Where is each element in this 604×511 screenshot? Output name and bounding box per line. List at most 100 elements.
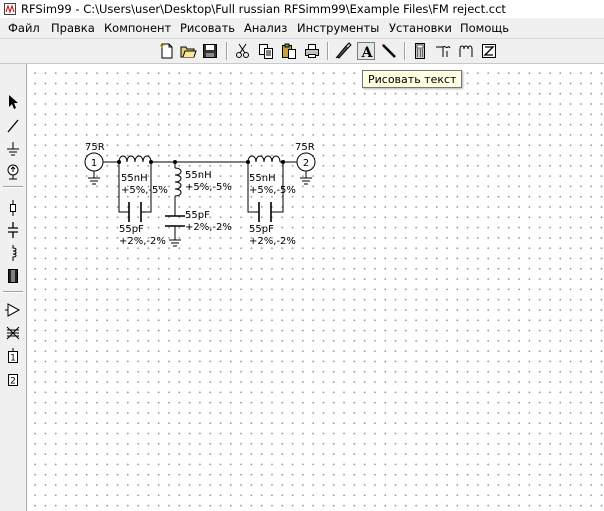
new-button[interactable] [158, 42, 176, 60]
schematic-canvas[interactable]: 1 2 75R 75R 55nH +5%,-5% 55nH +5%,-5% 55… [27, 64, 604, 511]
window-title: RFSim99 - C:\Users\user\Desktop\Full rus… [21, 2, 506, 16]
toolbar-separator [404, 42, 406, 60]
line-button[interactable] [380, 42, 398, 60]
port-1-button[interactable]: 1 [5, 348, 21, 366]
menu-draw[interactable]: Рисовать [180, 21, 236, 35]
coupler-icon [6, 326, 20, 340]
new-icon [159, 43, 173, 59]
draw-component-button[interactable] [334, 42, 352, 60]
amplifier-button[interactable] [5, 301, 21, 319]
transformer-icon [8, 269, 18, 283]
paste-button[interactable] [280, 42, 298, 60]
cut-button[interactable] [234, 42, 252, 60]
port-2-icon-label: 2 [10, 377, 16, 387]
port-2-icon: 2 [8, 374, 18, 387]
menu-file[interactable]: Файл [8, 21, 40, 35]
filter-icon [436, 45, 451, 57]
menu-edit[interactable]: Правка [51, 21, 95, 35]
print-button[interactable] [303, 42, 321, 60]
schematic: 1 2 75R 75R 55nH +5%,-5% 55nH +5%,-5% 55… [84, 142, 316, 247]
svg-text:A: A [361, 45, 374, 61]
source-icon [7, 164, 19, 180]
L2-tolerance: +5%,-5% [185, 182, 232, 193]
copy-icon [259, 44, 273, 59]
capacitor-C2 [165, 215, 185, 227]
capacitor-button[interactable] [5, 221, 21, 239]
zoom-button[interactable] [480, 42, 498, 60]
port-1-icon: 1 [8, 348, 18, 364]
pointer-icon [9, 95, 18, 109]
open-icon [180, 46, 197, 58]
save-icon [203, 44, 217, 58]
draw-component-icon [335, 42, 352, 59]
L1-value: 55nH [121, 173, 148, 184]
wire-icon [7, 119, 19, 133]
wire [118, 162, 152, 213]
C2-tolerance: +2%,-2% [185, 222, 232, 233]
port-2-number: 2 [303, 158, 309, 169]
main-toolbar: A [0, 39, 604, 64]
port-1-icon-label: 1 [10, 354, 16, 364]
junction [173, 160, 177, 164]
pointer-button[interactable] [5, 93, 21, 111]
menu-tools[interactable]: Инструменты [297, 21, 380, 35]
port-2-impedance: 75R [295, 142, 315, 153]
toolbar-separator [327, 42, 329, 60]
filter-button[interactable] [434, 42, 452, 60]
L3-tolerance: +5%,-5% [249, 185, 296, 196]
cut-icon [236, 43, 249, 58]
inductor-icon [12, 245, 17, 261]
resistor-button[interactable] [5, 199, 21, 217]
menu-bar: Файл Правка Компонент Рисовать Анализ Ин… [0, 18, 604, 39]
transformer-button[interactable] [5, 267, 21, 285]
C3-tolerance: +2%,-2% [249, 236, 296, 247]
inductor-L2 [174, 167, 182, 197]
menu-settings[interactable]: Установки [389, 21, 452, 35]
text-icon: A [361, 45, 374, 61]
source-button[interactable] [5, 163, 21, 181]
L1-tolerance: +5%,-5% [121, 185, 168, 196]
component-toolbar: 1 2 [0, 64, 27, 511]
inductor-L1 [118, 155, 152, 163]
junction [117, 160, 121, 164]
ground-icon [7, 142, 19, 156]
junction [246, 160, 250, 164]
open-button[interactable] [179, 42, 197, 60]
wire [247, 162, 284, 213]
capacitor-C1 [128, 202, 142, 222]
ground-button[interactable] [5, 140, 21, 158]
inductor-button[interactable] [5, 244, 21, 262]
junction [149, 160, 153, 164]
wire-button[interactable] [5, 117, 21, 135]
coupler-button[interactable] [5, 324, 21, 342]
line-icon [382, 44, 396, 58]
capacitor-icon [8, 222, 18, 238]
save-button[interactable] [201, 42, 219, 60]
text-button[interactable]: A [357, 42, 375, 61]
toolbar-separator [226, 42, 228, 60]
menu-help[interactable]: Помощь [460, 21, 510, 35]
inductor-L3 [247, 155, 281, 163]
C1-value: 55pF [119, 224, 144, 235]
print-icon [305, 44, 319, 58]
tooltip: Рисовать текст [362, 70, 463, 88]
app-icon [4, 3, 16, 15]
toolbar-separator [3, 291, 23, 293]
port-2-button[interactable]: 2 [5, 371, 21, 389]
zoom-icon [482, 44, 496, 58]
inductor-design-button[interactable] [457, 42, 475, 60]
menu-component[interactable]: Компонент [104, 21, 172, 35]
menu-analysis[interactable]: Анализ [244, 21, 288, 35]
calculator-button[interactable] [411, 42, 429, 60]
L2-value: 55nH [185, 170, 212, 181]
copy-button[interactable] [257, 42, 275, 60]
L3-value: 55nH [249, 173, 276, 184]
junction [281, 160, 285, 164]
amplifier-icon [5, 303, 21, 317]
C1-tolerance: +2%,-2% [119, 236, 166, 247]
C3-value: 55pF [249, 224, 274, 235]
capacitor-C3 [258, 202, 272, 222]
calculator-icon [415, 43, 425, 59]
ground [169, 239, 181, 247]
port-1-impedance: 75R [85, 142, 105, 153]
